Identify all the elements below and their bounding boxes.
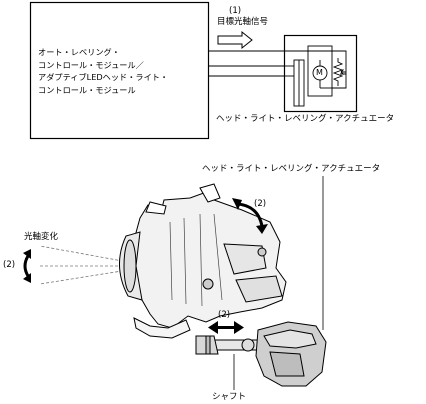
movement-label-top: (2) xyxy=(254,199,267,209)
actuator-label-bottom: ヘッド・ライト・レベリング・アクチュエータ xyxy=(202,164,381,174)
signal-wires xyxy=(208,50,284,77)
optical-axis-label: 光軸変化 xyxy=(24,232,59,242)
actuator-assembly xyxy=(195,321,327,387)
actuator-internal-circuit xyxy=(284,45,347,107)
potentiometer-resistor xyxy=(332,58,344,86)
actuator-box xyxy=(283,34,358,113)
potentiometer-wiper xyxy=(340,69,346,75)
leader-lines xyxy=(233,176,324,390)
signal-label: 目標光軸信号 xyxy=(217,17,269,27)
module-line-1: オート・レベリング・ xyxy=(38,47,120,57)
module-line-2: コントロール・モジュール／ xyxy=(38,59,144,70)
shaft-movement-arrow xyxy=(208,321,244,334)
control-module-box xyxy=(29,1,210,140)
control-module-label: オート・レベリング・ コントロール・モジュール／ アダプティブLEDヘッド・ライ… xyxy=(38,46,168,96)
headlamp-rotation-arrow xyxy=(237,202,264,227)
movement-label-left: (2) xyxy=(3,260,16,270)
signal-arrow xyxy=(217,30,253,50)
motor-symbol: M xyxy=(316,68,323,77)
signal-number: (1) xyxy=(229,6,242,16)
optical-axis-tilt-arrow xyxy=(23,255,30,277)
headlamp-housing xyxy=(118,183,287,339)
module-line-3: アダプティブLEDヘッド・ライト・ xyxy=(38,72,169,83)
light-beam xyxy=(39,245,129,285)
module-line-4: コントロール・モジュール xyxy=(38,84,136,95)
movement-label-shaft: (2) xyxy=(218,310,231,320)
shaft-label: シャフト xyxy=(212,392,247,402)
actuator-label-top: ヘッド・ライト・レベリング・アクチュエータ xyxy=(216,114,395,124)
